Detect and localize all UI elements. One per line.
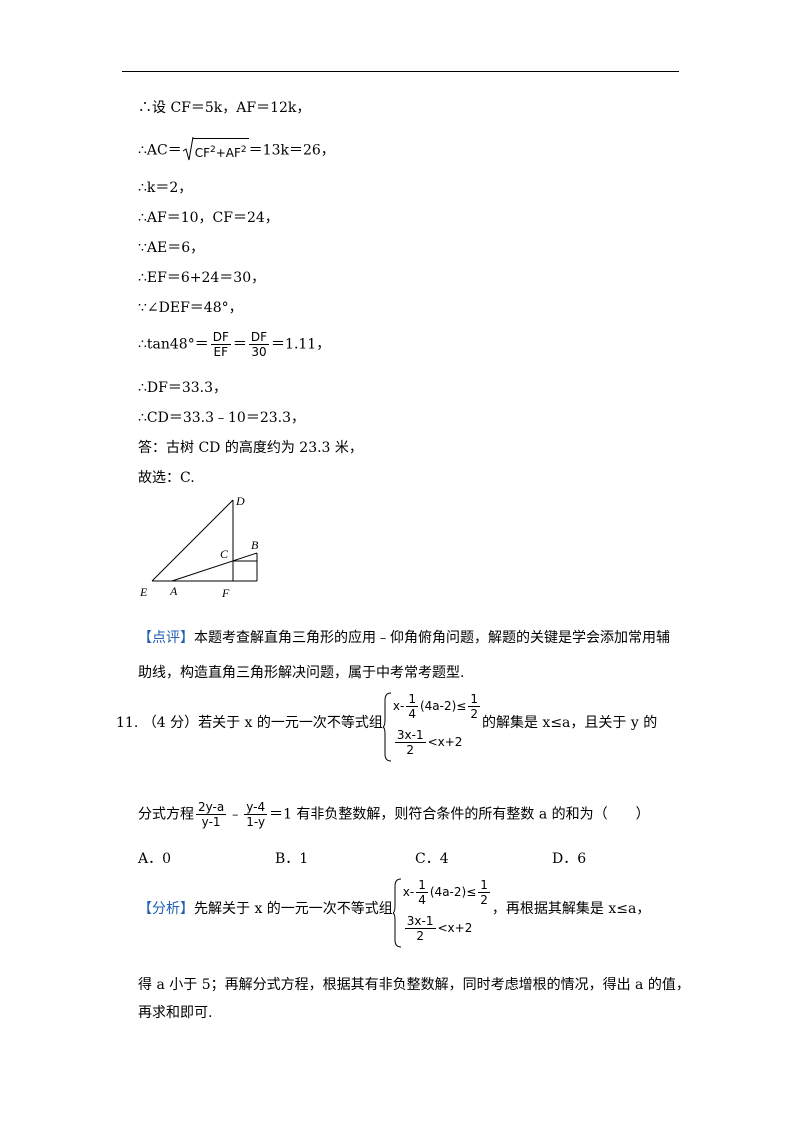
numerator: 1: [478, 878, 490, 893]
question-text-a: 若关于 x 的一元一次不等式组: [198, 715, 383, 731]
numerator: 2y-a: [196, 800, 227, 815]
ineq1-prefix: x-: [402, 885, 415, 899]
analysis-line-3: 再求和即可.: [138, 1005, 213, 1021]
numerator: DF: [248, 330, 270, 345]
step-1: ∴设 CF＝5k，AF＝12k，: [138, 100, 311, 116]
ineq1-middle: (4a-2)≤: [429, 885, 477, 899]
exponent-1: 2: [210, 145, 216, 155]
numerator: 1: [468, 692, 480, 707]
review-line-2: 助线，构造直角三角形解决问题，属于中考常考题型.: [138, 665, 465, 681]
left-brace-icon: [382, 692, 391, 762]
step-2-prefix: ∴AC＝: [138, 142, 182, 159]
denominator: 1-y: [246, 815, 266, 829]
step-5: ∵AE＝6，: [138, 240, 205, 256]
exponent-2: 2: [240, 145, 247, 155]
analysis-line-2: 得 a 小于 5；再解分式方程，根据其有非负整数解，同时考虑增根的情况，得出 a…: [138, 977, 690, 993]
answer-line: 答：古树 CD 的高度约为 23.3 米，: [138, 440, 363, 456]
label-f: F: [221, 586, 230, 600]
denominator: y-1: [201, 815, 221, 829]
numerator: 3x-1: [394, 728, 426, 743]
review-text-1: 本题考查解直角三角形的应用﹣仰角俯角问题，解题的关键是学会添加常用辅: [194, 630, 670, 646]
line-ab: [171, 552, 258, 582]
step-8-suffix: ＝1.11，: [271, 336, 331, 353]
equals-sign: ＝: [232, 336, 247, 353]
step-3: ∴k＝2，: [138, 180, 193, 196]
radicand-af: +AF: [215, 146, 241, 160]
sqrt-expression: CF2+AF2: [182, 136, 249, 163]
numerator: DF: [210, 330, 231, 345]
step-9: ∴DF＝33.3，: [138, 380, 228, 396]
denominator: 2: [470, 707, 478, 721]
analysis-text-b: ，再根据其解集是 x≤a，: [491, 901, 651, 917]
review-tag: 【点评】: [138, 630, 194, 646]
question-text-b: 的解集是 x≤a，且关于 y 的: [481, 715, 658, 731]
analysis-text-a: 先解关于 x 的一元一次不等式组: [194, 901, 393, 917]
denominator: EF: [213, 345, 229, 359]
label-c: C: [220, 547, 229, 561]
label-a: A: [169, 584, 178, 598]
label-b: B: [251, 538, 259, 552]
step-10: ∴CD＝33.3﹣10＝23.3，: [138, 410, 306, 426]
ineq2-suffix: <x+2: [437, 921, 473, 935]
step-2: ∴AC＝CF2+AF2＝13k＝26，: [138, 136, 335, 163]
label-e: E: [139, 585, 148, 599]
option-a[interactable]: A．0: [138, 851, 172, 867]
geometry-figure: D C B E A F: [139, 494, 259, 600]
ineq1-prefix: x-: [392, 699, 405, 713]
numerator: 3x-1: [404, 914, 436, 929]
denominator: 2: [480, 893, 488, 907]
denominator: 30: [251, 345, 267, 359]
option-b[interactable]: B．1: [275, 851, 309, 867]
question-score: （4 分）: [142, 715, 199, 731]
step-6: ∴EF＝6+24＝30，: [138, 270, 266, 286]
step-8-prefix: ∴tan48°＝: [138, 336, 209, 353]
question-number: 11.: [116, 715, 139, 731]
numerator: y-4: [244, 800, 268, 815]
question-text-c: 分式方程: [138, 806, 194, 823]
option-c[interactable]: C．4: [415, 851, 449, 867]
left-brace-icon: [392, 878, 401, 948]
review-line-1: 【点评】本题考查解直角三角形的应用﹣仰角俯角问题，解题的关键是学会添加常用辅: [138, 628, 670, 648]
denominator: 2: [406, 743, 415, 757]
denominator: 2: [416, 929, 424, 943]
choice-line: 故选：C.: [138, 470, 195, 486]
numerator: 1: [416, 878, 428, 893]
header-rule: [122, 71, 679, 72]
numerator: 1: [406, 692, 418, 707]
step-4: ∴AF＝10，CF＝24，: [138, 210, 279, 226]
denominator: 4: [408, 707, 416, 721]
ineq1-middle: (4a-2)≤: [419, 699, 467, 713]
line-ed: [151, 499, 234, 582]
denominator: 4: [418, 893, 426, 907]
step-2-suffix: ＝13k＝26，: [248, 142, 335, 159]
step-7: ∵∠DEF＝48°，: [138, 300, 243, 316]
question-text-d: ＝1 有非负整数解，则符合条件的所有整数 a 的和为（ ）: [269, 806, 650, 823]
ineq2-suffix: <x+2: [427, 735, 463, 749]
option-d[interactable]: D．6: [552, 851, 587, 867]
radical-sign-icon: [182, 136, 194, 161]
minus-sign: ﹣: [228, 806, 243, 823]
analysis-tag: 【分析】: [138, 901, 194, 917]
label-d: D: [235, 494, 245, 508]
radicand-cf: CF: [194, 146, 211, 160]
